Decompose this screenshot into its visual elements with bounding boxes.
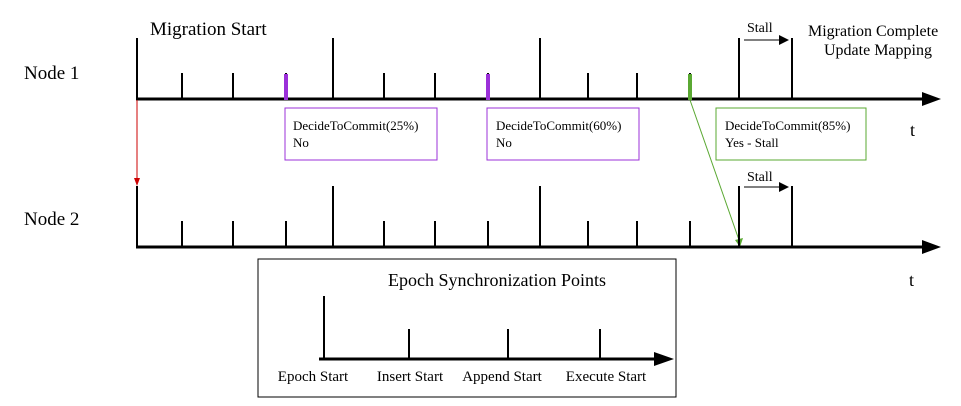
node1-stall-label: Stall: [747, 21, 773, 36]
legend-title: Epoch Synchronization Points: [388, 270, 606, 290]
legend-axis-arrowhead: [654, 352, 674, 366]
node1-t-label: t: [910, 120, 915, 140]
migration-complete-label: Migration Complete: [808, 23, 938, 40]
decision-box-25: DecideToCommit(25%) No: [284, 107, 438, 161]
update-mapping-label: Update Mapping: [824, 42, 932, 59]
legend-frame: [257, 258, 677, 398]
node1-axis-arrowhead: [922, 92, 941, 106]
node2-stall-label: Stall: [747, 170, 773, 185]
legend-label-epoch-start: Epoch Start: [278, 369, 349, 385]
node2-t-label: t: [909, 270, 914, 290]
decision-box-85: DecideToCommit(85%) Yes - Stall: [715, 107, 867, 161]
legend-box: Epoch Synchronization Points Epoch Start…: [257, 258, 677, 398]
decision-box-60: DecideToCommit(60%) No: [486, 107, 640, 161]
commit-arrow-line: [689, 99, 740, 241]
node1-label: Node 1: [24, 63, 79, 84]
node2-ticks: [136, 186, 793, 247]
legend-label-execute-start: Execute Start: [566, 369, 647, 385]
decision-title-60: DecideToCommit(60%): [496, 118, 621, 133]
node2-timeline: [136, 186, 941, 254]
decision-result-25: No: [293, 135, 309, 150]
decision-title-85: DecideToCommit(85%): [725, 118, 850, 133]
decision-title-25: DecideToCommit(25%): [293, 118, 418, 133]
migration-start-label: Migration Start: [150, 19, 267, 40]
legend-label-insert-start: Insert Start: [377, 369, 444, 385]
node1-timeline: [136, 38, 941, 106]
migration-arrow-head: [134, 178, 140, 186]
node2-label: Node 2: [24, 209, 79, 230]
legend-label-append-start: Append Start: [462, 369, 542, 385]
node2-axis-arrowhead: [922, 240, 941, 254]
decision-result-60: No: [496, 135, 512, 150]
decision-result-85: Yes - Stall: [725, 135, 779, 150]
node1-ticks: [136, 38, 793, 99]
